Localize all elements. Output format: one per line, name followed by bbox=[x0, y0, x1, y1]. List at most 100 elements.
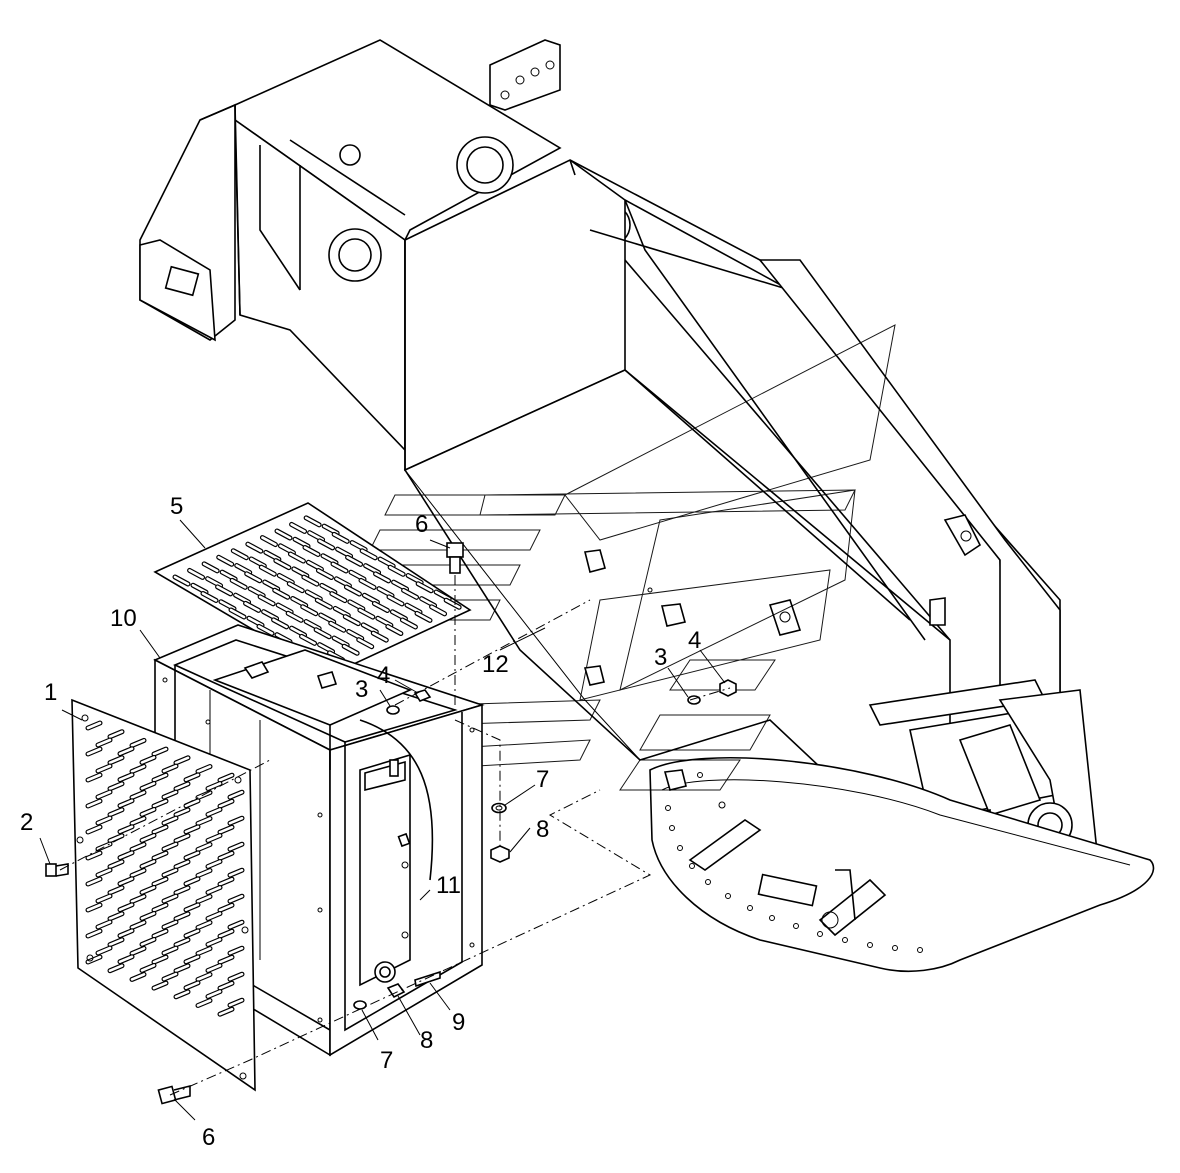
perforation-slot-inner bbox=[359, 579, 376, 589]
perforation-slot-inner bbox=[218, 773, 234, 782]
perforation-slot-inner bbox=[274, 559, 291, 569]
perforation-slot-inner bbox=[152, 825, 168, 834]
perforation-slot-inner bbox=[335, 577, 351, 588]
perforation-slot-inner bbox=[118, 903, 134, 912]
perforation-slot-inner bbox=[196, 843, 212, 851]
perforation-slot-inner bbox=[363, 593, 379, 604]
perforation-slot-inner bbox=[217, 555, 234, 566]
perforation-slot-inner bbox=[218, 799, 234, 808]
perforation-slot-inner bbox=[332, 636, 349, 647]
perforation-slot-inner bbox=[184, 851, 200, 860]
perforation-slot-inner bbox=[140, 964, 156, 972]
perforation-slot-inner bbox=[387, 595, 404, 606]
perforation-slot-inner bbox=[86, 851, 102, 860]
perforation-slot-inner bbox=[152, 903, 168, 912]
perforation-slot-inner bbox=[302, 575, 319, 586]
callout-labels: 1 2 3 4 5 6 3 4 7 8 10 11 12 7 8 9 6 bbox=[20, 493, 701, 1151]
perforation-slot-inner bbox=[218, 877, 234, 886]
perforation-slot-inner bbox=[321, 554, 338, 565]
perforation-slot-inner bbox=[304, 620, 321, 630]
perforation-slot-inner bbox=[392, 580, 408, 591]
perforation-slot-inner bbox=[218, 955, 234, 964]
perforation-slot-inner bbox=[108, 808, 124, 817]
perforation-slot-inner bbox=[108, 964, 124, 973]
perforation-slot-inner bbox=[220, 570, 237, 581]
perforation-slot-inner bbox=[331, 562, 348, 573]
perforation-slot-inner bbox=[86, 877, 102, 886]
perforated-top-cover bbox=[153, 502, 472, 676]
perforation-slot-inner bbox=[184, 799, 200, 808]
perforation-slot-inner bbox=[300, 635, 316, 645]
perforation-slot-inner bbox=[108, 912, 124, 921]
perforation-slot-inner bbox=[231, 549, 248, 560]
perforation-slot-inner bbox=[357, 638, 374, 648]
perforation-slot-inner bbox=[308, 531, 324, 541]
perforation-slot-inner bbox=[364, 564, 380, 574]
perforation-slot-inner bbox=[287, 582, 304, 592]
perforation-slot-inner bbox=[218, 981, 234, 990]
callout-7-upper: 7 bbox=[536, 766, 549, 793]
callout-7-lower: 7 bbox=[380, 1047, 393, 1074]
perforation-slot-inner bbox=[174, 938, 190, 947]
perforation-slot-inner bbox=[293, 537, 310, 548]
perforation-slot-inner bbox=[184, 903, 200, 912]
perforation-slot-inner bbox=[162, 920, 178, 929]
perforation-slot-inner bbox=[343, 615, 360, 625]
perforation-slot-inner bbox=[430, 605, 446, 616]
nut-8-upper bbox=[490, 845, 510, 863]
perforation-slot-inner bbox=[386, 625, 403, 635]
perforation-slot-inner bbox=[96, 764, 112, 773]
perforation-slot-inner bbox=[218, 903, 234, 912]
callout-11: 11 bbox=[436, 872, 461, 899]
perforation-slot-inner bbox=[173, 575, 190, 586]
mounting-brackets bbox=[583, 549, 687, 791]
perforation-slot-inner bbox=[130, 843, 146, 851]
perforation-slot-inner bbox=[152, 851, 168, 860]
callout-8-lower: 8 bbox=[420, 1027, 433, 1054]
perforation-slot-inner bbox=[184, 877, 200, 886]
perforation-slot-inner bbox=[290, 523, 306, 533]
perforation-slot-inner bbox=[206, 808, 222, 816]
perforation-slot-inner bbox=[86, 825, 102, 834]
callout-8-upper: 8 bbox=[536, 816, 549, 843]
perforation-slot-inner bbox=[196, 921, 212, 929]
perforation-slot-inner bbox=[246, 542, 263, 553]
perforation-slot-inner bbox=[272, 618, 288, 629]
perforation-slot-inner bbox=[174, 860, 190, 869]
perforation-slot-inner bbox=[304, 516, 321, 527]
callout-6-lower: 6 bbox=[202, 1124, 215, 1151]
perforation-slot-inner bbox=[348, 600, 365, 611]
perforation-slot-inner bbox=[174, 912, 190, 921]
perforation-slot-inner bbox=[184, 825, 200, 834]
perforation-slot-inner bbox=[318, 539, 334, 550]
perforation-slot-inner bbox=[140, 886, 156, 894]
perforation-slot-inner bbox=[257, 625, 274, 635]
perforation-slot-inner bbox=[184, 981, 200, 990]
perforation-slot-inner bbox=[130, 765, 146, 773]
perforation-slot-inner bbox=[234, 593, 250, 604]
perforation-slot-inner bbox=[86, 903, 102, 912]
top-cover-slots bbox=[172, 515, 462, 669]
perforation-slot-inner bbox=[307, 560, 323, 571]
assembly-center-lines bbox=[59, 575, 731, 1096]
callout-6-upper: 6 bbox=[415, 511, 428, 538]
perforation-slot-inner bbox=[434, 590, 451, 601]
perforation-slot-inner bbox=[152, 877, 168, 886]
perforation-slot-inner bbox=[228, 842, 244, 851]
perforation-slot-inner bbox=[130, 869, 146, 877]
callout-10: 10 bbox=[110, 605, 137, 632]
perforation-slot-inner bbox=[262, 610, 278, 620]
perforation-slot-inner bbox=[350, 541, 367, 551]
perforation-slot-inner bbox=[361, 623, 378, 634]
perforation-slot-inner bbox=[230, 579, 247, 589]
perforation-slot-inner bbox=[276, 603, 293, 614]
perforation-slot-inner bbox=[96, 816, 112, 825]
perforation-slot-inner bbox=[373, 602, 389, 612]
perforation-slot-inner bbox=[342, 644, 359, 655]
perforation-slot-inner bbox=[118, 929, 134, 938]
bolt-6-lower bbox=[157, 1084, 191, 1105]
perforation-slot-inner bbox=[196, 895, 212, 903]
front-panel-slots bbox=[85, 720, 245, 1017]
perforation-slot-inner bbox=[228, 790, 244, 799]
perforation-slot-inner bbox=[317, 569, 333, 579]
